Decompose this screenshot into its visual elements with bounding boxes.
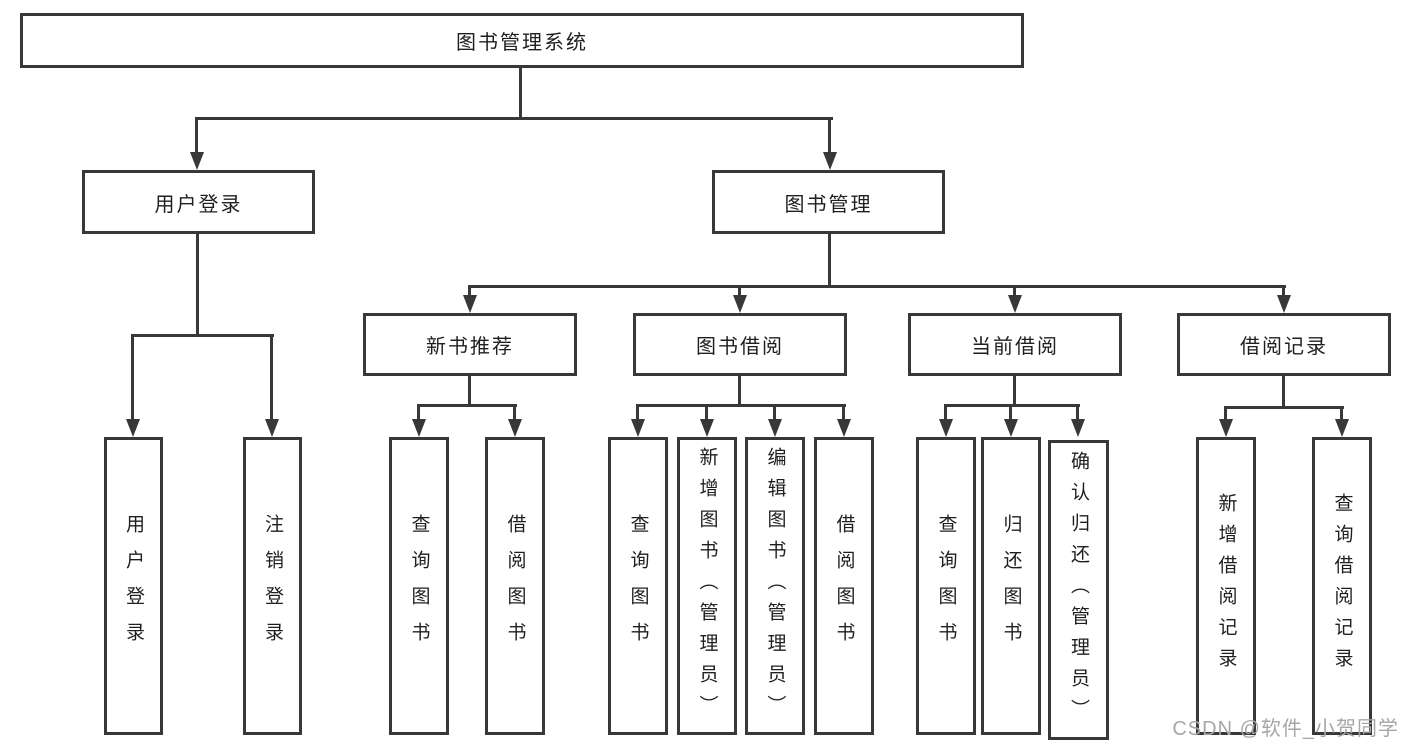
arrow-down-icon — [1335, 419, 1349, 437]
connector-line — [195, 117, 833, 120]
arrow-down-icon — [508, 419, 522, 437]
leaf-add-book-admin: 新增图书（管理员） — [677, 437, 737, 735]
connector-line — [828, 117, 831, 153]
connector-line — [196, 234, 199, 337]
leaf-borrow-books-newbooks-label: 借阅图书 — [504, 514, 526, 658]
arrow-down-icon — [412, 419, 426, 437]
connector-line — [270, 334, 273, 420]
connector-line — [1076, 404, 1079, 421]
connector-line — [131, 334, 134, 420]
connector-line — [468, 285, 471, 295]
arrow-down-icon — [837, 419, 851, 437]
arrow-down-icon — [823, 152, 837, 170]
leaf-query-borrow-record-label: 查询借阅记录 — [1331, 493, 1353, 679]
node-current-borrow: 当前借阅 — [908, 313, 1122, 376]
connector-line — [636, 404, 846, 407]
arrow-down-icon — [700, 419, 714, 437]
connector-line — [828, 234, 831, 288]
leaf-borrow-books-borrow: 借阅图书 — [814, 437, 874, 735]
arrow-down-icon — [126, 419, 140, 437]
leaf-logout-label: 注销登录 — [262, 514, 283, 658]
arrow-down-icon — [265, 419, 279, 437]
connector-line — [773, 404, 776, 421]
connector-line — [738, 285, 741, 295]
node-book-borrow: 图书借阅 — [633, 313, 847, 376]
leaf-borrow-books-borrow-label: 借阅图书 — [833, 514, 855, 658]
node-root-label: 图书管理系统 — [456, 32, 588, 54]
arrow-down-icon — [190, 152, 204, 170]
leaf-borrow-books-newbooks: 借阅图书 — [485, 437, 545, 735]
node-book-mgmt-label: 图书管理 — [784, 193, 873, 216]
connector-line — [1282, 376, 1285, 409]
connector-line — [1224, 406, 1227, 421]
node-new-books: 新书推荐 — [363, 313, 577, 376]
arrow-down-icon — [939, 419, 953, 437]
leaf-add-borrow-record: 新增借阅记录 — [1196, 437, 1256, 735]
connector-line — [1013, 285, 1016, 295]
connector-line — [705, 404, 708, 421]
node-user-login: 用户登录 — [82, 170, 315, 234]
leaf-query-books-borrow: 查询图书 — [608, 437, 668, 735]
connector-line — [1224, 406, 1344, 409]
leaf-return-book-label: 归还图书 — [1000, 514, 1022, 658]
leaf-query-books-current-label: 查询图书 — [935, 514, 957, 658]
arrow-down-icon — [733, 295, 747, 313]
arrow-down-icon — [1277, 295, 1291, 313]
connector-line — [513, 404, 516, 421]
leaf-return-book: 归还图书 — [981, 437, 1041, 735]
leaf-query-books-newbooks-label: 查询图书 — [408, 514, 430, 658]
leaf-query-books-current: 查询图书 — [916, 437, 976, 735]
leaf-edit-book-admin-label: 编辑图书（管理员） — [764, 446, 786, 726]
leaf-user-login: 用户登录 — [104, 437, 163, 735]
node-root: 图书管理系统 — [20, 13, 1024, 68]
arrow-down-icon — [1004, 419, 1018, 437]
leaf-query-borrow-record: 查询借阅记录 — [1312, 437, 1372, 735]
connector-line — [131, 334, 274, 337]
leaf-confirm-return-admin-label: 确认归还（管理员） — [1068, 450, 1089, 730]
connector-line — [417, 404, 420, 421]
connector-line — [1340, 406, 1343, 421]
connector-line — [468, 285, 1286, 288]
leaf-query-books-borrow-label: 查询图书 — [627, 514, 649, 658]
connector-line — [738, 376, 741, 407]
leaf-confirm-return-admin: 确认归还（管理员） — [1048, 440, 1109, 740]
arrow-down-icon — [1071, 419, 1085, 437]
watermark: CSDN @软件_小贺同学 — [1172, 718, 1399, 740]
arrow-down-icon — [1219, 419, 1233, 437]
leaf-add-borrow-record-label: 新增借阅记录 — [1215, 493, 1237, 679]
connector-line — [417, 404, 517, 407]
arrow-down-icon — [463, 295, 477, 313]
connector-line — [842, 404, 845, 421]
node-borrow-records: 借阅记录 — [1177, 313, 1391, 376]
leaf-query-books-newbooks: 查询图书 — [389, 437, 449, 735]
connector-line — [1009, 404, 1012, 421]
connector-line — [1282, 285, 1285, 295]
leaf-add-book-admin-label: 新增图书（管理员） — [696, 446, 718, 726]
connector-line — [195, 117, 198, 153]
leaf-user-login-label: 用户登录 — [123, 514, 144, 658]
arrow-down-icon — [768, 419, 782, 437]
connector-line — [636, 404, 639, 421]
node-book-borrow-label: 图书借阅 — [696, 336, 784, 358]
arrow-down-icon — [1008, 295, 1022, 313]
connector-line — [944, 404, 1080, 407]
connector-line — [944, 404, 947, 421]
node-book-mgmt: 图书管理 — [712, 170, 945, 234]
leaf-logout: 注销登录 — [243, 437, 302, 735]
node-current-borrow-label: 当前借阅 — [971, 336, 1059, 358]
node-new-books-label: 新书推荐 — [426, 336, 514, 358]
connector-line — [468, 376, 471, 407]
leaf-edit-book-admin: 编辑图书（管理员） — [745, 437, 805, 735]
node-borrow-records-label: 借阅记录 — [1240, 336, 1328, 358]
node-user-login-label: 用户登录 — [154, 193, 243, 216]
connector-line — [1013, 376, 1016, 407]
arrow-down-icon — [631, 419, 645, 437]
connector-line — [519, 68, 522, 118]
